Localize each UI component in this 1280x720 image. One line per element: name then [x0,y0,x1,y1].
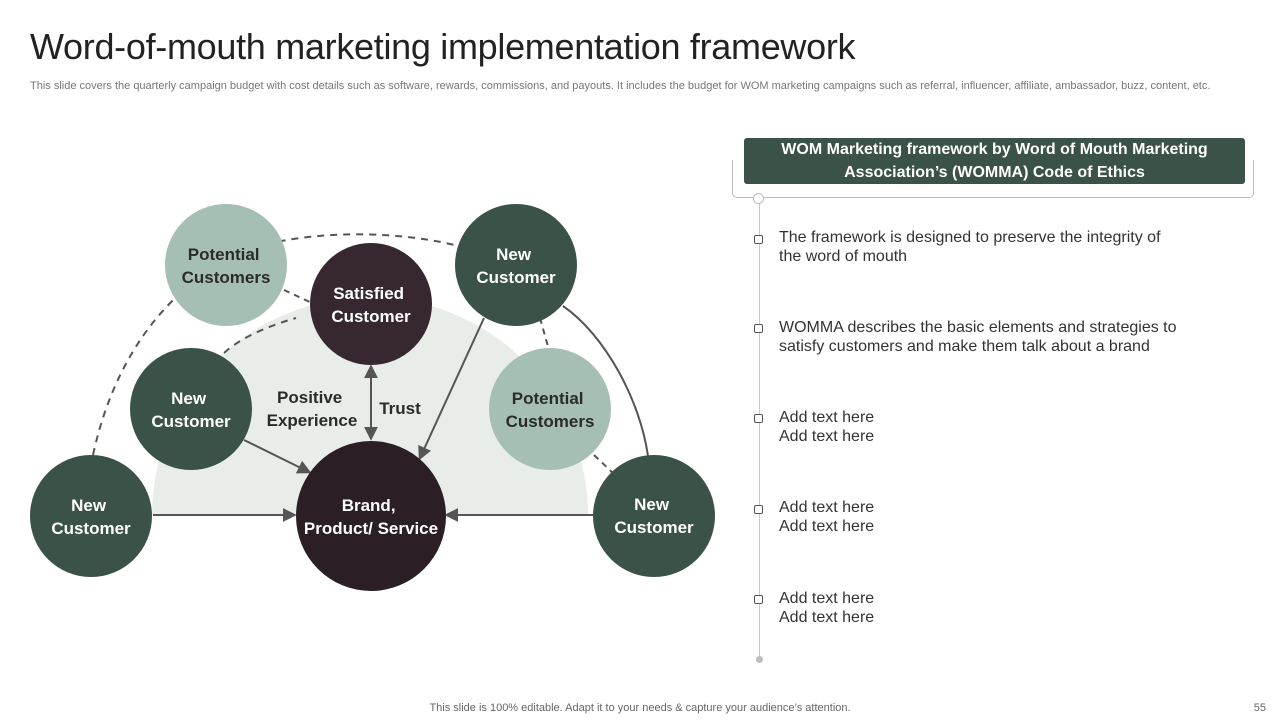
node-potential-customers-right: Potential Customers [489,348,611,470]
svg-text:Potential Customers: Potential Customers [182,245,271,287]
svg-text:Satisfied Customer: Satisfied Customer [331,284,411,326]
svg-text:Potential Customers: Potential Customers [506,389,595,431]
timeline-item-3: Add text here Add text here [779,409,875,445]
timeline-end-dot [756,656,763,663]
timeline-marker [754,324,763,333]
timeline-marker [754,595,763,604]
framework-header: WOM Marketing framework by Word of Mouth… [744,138,1245,184]
node-new-customer-bottom-left: New Customer [30,455,152,577]
node-brand-product-service: Brand, Product/ Service [296,441,446,591]
timeline-item-1: The framework is designed to preserve th… [779,229,1161,265]
framework-header-line-1: WOM Marketing framework by Word of Mouth… [781,141,1208,158]
node-potential-customers-left: Potential Customers [165,204,287,326]
dashed-link-new-potential [539,317,550,351]
timeline-marker [754,505,763,514]
node-new-customer-mid-left: New Customer [130,348,252,470]
timeline-item-5: Add text here Add text here [779,590,875,626]
wom-cycle-diagram: Potential Customers Satisfied Customer N… [30,204,715,591]
header-outline [732,160,1254,198]
framework-header-line-2: Association’s (WOMMA) Code of Ethics [844,164,1145,181]
node-satisfied-customer: Satisfied Customer [310,243,432,365]
svg-text:New Customer: New Customer [151,389,231,431]
svg-text:Brand, Product/ Service: Brand, Product/ Service [304,496,438,538]
page-title: Word-of-mouth marketing implementation f… [30,26,856,67]
node-new-customer-top: New Customer [455,204,577,326]
timeline-item-4: Add text here Add text here [779,499,875,535]
page-subtitle: This slide covers the quarterly campaign… [30,80,1211,92]
node-new-customer-bottom-right: New Customer [593,455,715,577]
svg-text:New Customer: New Customer [476,245,556,287]
label-positive-experience: Positive Experience [267,388,358,430]
timeline-line [759,200,760,660]
timeline-marker [754,414,763,423]
arrow-new-top-to-brand [418,317,485,461]
label-trust: Trust [379,399,421,418]
inner-dashed-arc [223,317,297,354]
page-number: 55 [1253,702,1266,714]
svg-text:New Customer: New Customer [614,495,694,537]
timeline-item-2: WOMMA describes the basic elements and s… [779,319,1177,355]
dashed-link-potential-new [593,454,615,475]
svg-text:New Customer: New Customer [51,496,131,538]
footer-note: This slide is 100% editable. Adapt it to… [429,702,851,714]
timeline-start-circle [753,193,764,204]
arrow-new-mid-to-brand [243,439,312,474]
dashed-link-potential-satisfied [283,289,313,304]
arc-new-customer-top-to-bottom-right [562,305,649,457]
timeline-marker [754,235,763,244]
